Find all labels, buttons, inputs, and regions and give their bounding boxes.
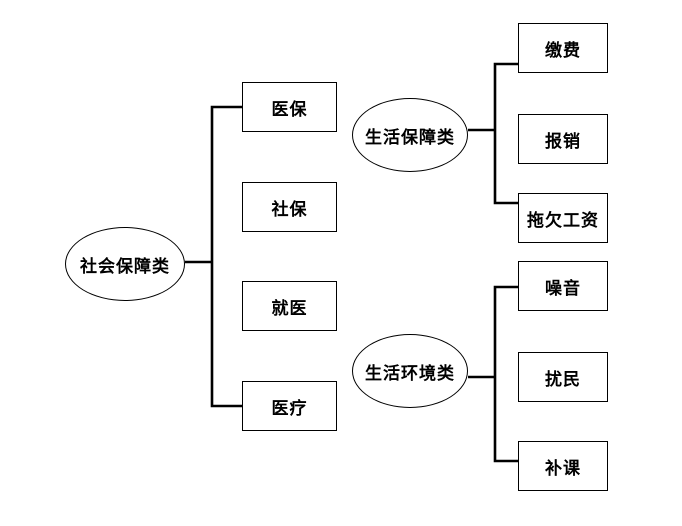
connector-left-bracket [210, 105, 242, 408]
box-wage-arrears: 拖欠工资 [518, 193, 608, 243]
ellipse-living-environment-label: 生活环境类 [365, 363, 455, 383]
box-reimbursement-label: 报销 [545, 131, 581, 151]
connector-environment-bracket [493, 285, 518, 463]
box-extra-classes-label: 补课 [545, 458, 581, 478]
ellipse-living-environment: 生活环境类 [352, 334, 468, 408]
box-noise-label: 噪音 [545, 278, 581, 298]
connector-livelihood-bracket [493, 62, 518, 205]
box-fee-payment-label: 缴费 [545, 40, 581, 60]
box-social-insurance-label: 社保 [271, 199, 308, 219]
box-medical-care-label: 医疗 [271, 398, 308, 418]
ellipse-social-security-label: 社会保障类 [80, 256, 170, 276]
box-medical-visit-label: 就医 [271, 298, 308, 318]
box-fee-payment: 缴费 [518, 23, 608, 73]
box-public-disturbance-label: 扰民 [545, 369, 581, 389]
box-social-insurance: 社保 [242, 182, 337, 232]
ellipse-livelihood-security-label: 生活保障类 [365, 127, 455, 147]
box-medical-insurance: 医保 [242, 82, 337, 132]
box-medical-insurance-label: 医保 [271, 99, 308, 119]
box-reimbursement: 报销 [518, 114, 608, 164]
box-medical-visit: 就医 [242, 281, 337, 331]
box-medical-care: 医疗 [242, 381, 337, 431]
ellipse-social-security: 社会保障类 [65, 227, 185, 301]
box-noise: 噪音 [518, 261, 608, 311]
ellipse-livelihood-security: 生活保障类 [352, 98, 468, 172]
box-extra-classes: 补课 [518, 441, 608, 491]
box-wage-arrears-label: 拖欠工资 [527, 210, 599, 230]
box-public-disturbance: 扰民 [518, 352, 608, 402]
